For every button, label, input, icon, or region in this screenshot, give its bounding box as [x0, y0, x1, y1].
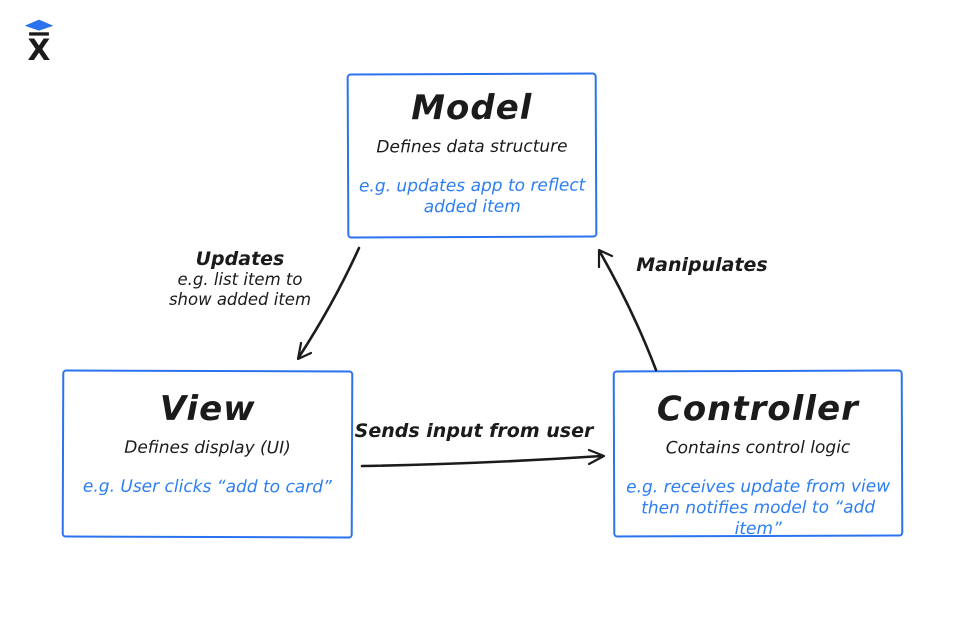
- node-controller-title: Controller: [656, 388, 859, 430]
- edge-label-updates: Updates e.g. list item to show added ite…: [140, 248, 340, 310]
- arrowhead-model-to-view: [296, 341, 313, 361]
- edge-label-manipulates: Manipulates: [632, 254, 772, 276]
- logo-bar: [29, 32, 49, 36]
- node-view-title: View: [159, 388, 256, 430]
- node-controller: Controller Contains control logic e.g. r…: [612, 369, 904, 539]
- edge-label-updates-title: Updates: [195, 248, 285, 270]
- node-view-subtitle: Defines display (UI): [124, 437, 291, 459]
- arrow-view-to-controller: [360, 454, 604, 468]
- x-logo-icon: X: [24, 19, 54, 62]
- node-view-example: e.g. User clicks “add to card”: [82, 476, 332, 498]
- node-view: View Defines display (UI) e.g. User clic…: [61, 369, 354, 539]
- arrowhead-controller-to-model: [597, 248, 614, 269]
- arrowhead-view-to-controller: [587, 448, 606, 466]
- edge-label-manipulates-title: Manipulates: [636, 254, 768, 276]
- node-model-example: e.g. updates app to reflect added item: [358, 175, 586, 218]
- edge-label-sends-input-title: Sends input from user: [354, 420, 594, 442]
- edge-label-sends-input: Sends input from user: [354, 420, 594, 442]
- node-controller-example: e.g. receives update from view then noti…: [626, 476, 891, 540]
- node-model-subtitle: Defines data structure: [376, 136, 568, 158]
- node-model: Model Defines data structure e.g. update…: [346, 72, 598, 239]
- node-model-title: Model: [411, 87, 533, 129]
- edge-label-updates-sublabel: e.g. list item to show added item: [168, 270, 312, 309]
- node-controller-subtitle: Contains control logic: [665, 437, 851, 459]
- logo-letter: X: [28, 33, 51, 62]
- logo-diamond-icon: [24, 19, 54, 31]
